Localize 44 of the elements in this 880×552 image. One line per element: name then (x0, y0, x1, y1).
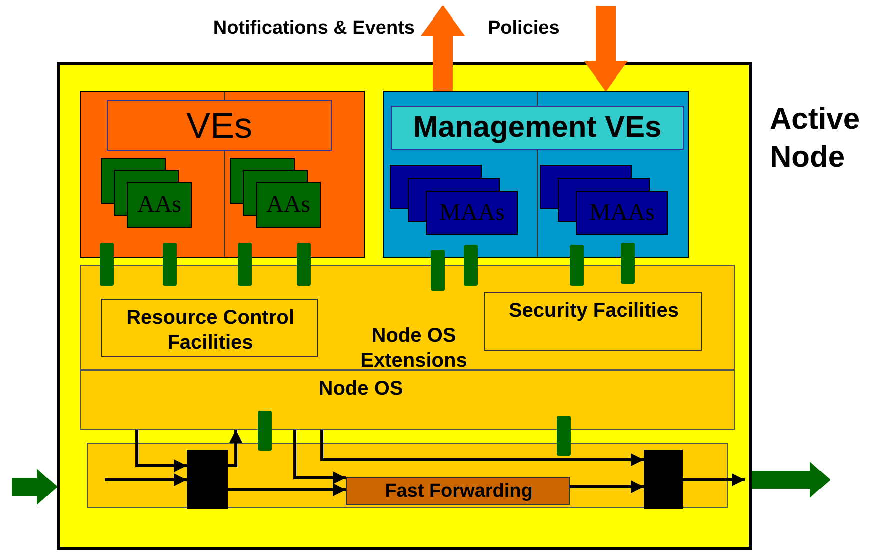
block (644, 450, 683, 509)
management-agent-card: MAAs (576, 191, 668, 235)
connector-bar (570, 245, 584, 286)
connector-bar (100, 243, 114, 286)
connector-bar (557, 416, 571, 456)
facility-box (101, 299, 318, 357)
arrow (320, 430, 644, 466)
block-arrow (752, 462, 830, 498)
block-arrow (421, 6, 465, 91)
connector-bar (258, 411, 272, 451)
os-layer (80, 370, 735, 430)
facility-box (484, 292, 702, 351)
agent-card: AAs (256, 182, 321, 228)
extensions-layer (80, 265, 735, 370)
layer-label: Node OS (318, 377, 404, 402)
node-heading: Active Node (770, 102, 862, 176)
fast-forwarding-box (346, 477, 570, 505)
connector-bar (431, 250, 445, 291)
ve-panel (80, 91, 365, 258)
arrow (136, 430, 187, 472)
connector-bar (621, 243, 635, 284)
block (87, 443, 728, 508)
arrow (683, 474, 745, 486)
connector-bar (464, 245, 478, 286)
arrow (105, 474, 187, 486)
connector-bar (297, 243, 311, 286)
connector-bar (238, 243, 252, 286)
arrow (294, 430, 346, 484)
management-panel (383, 91, 689, 258)
panel-title: VEs (107, 100, 332, 151)
arrow (228, 430, 242, 468)
facility-label: Resource Control Facilities (126, 306, 296, 356)
node-label: Fast Forwarding (384, 480, 534, 504)
connector-bar (163, 243, 177, 286)
agent-card: AAs (127, 182, 192, 228)
block-arrow (584, 6, 628, 91)
panel-title: Management VEs (391, 106, 684, 150)
facility-label: Security Facilities (508, 299, 680, 324)
arrow (570, 480, 644, 494)
layer-label: Node OS Extensions (360, 324, 468, 374)
block-arrow (12, 469, 57, 505)
arrow (228, 484, 346, 496)
management-agent-card: MAAs (426, 191, 518, 235)
block (187, 450, 228, 509)
